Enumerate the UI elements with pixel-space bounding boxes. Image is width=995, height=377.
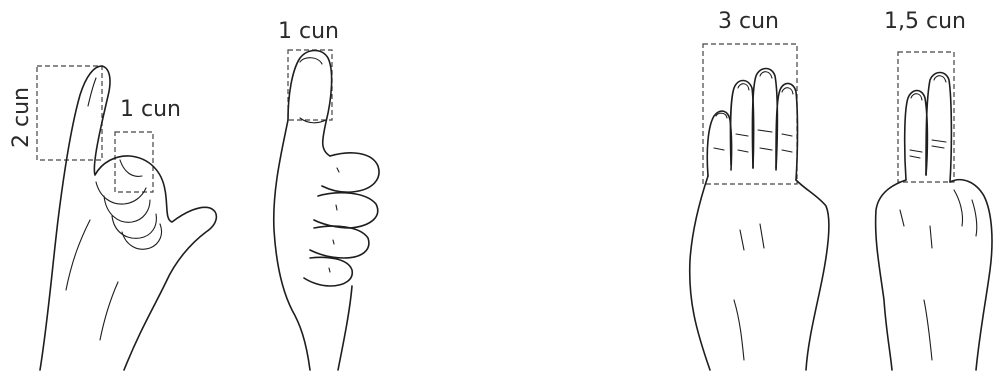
nail-two-index [911,94,922,100]
wrist-line-1 [100,282,118,340]
label-1-cun-a: 1 cun [120,97,181,122]
palm-lines-1-5cun [900,210,932,360]
figure-four-fingers: 3 cun [690,9,829,370]
label-1-cun-b: 1 cun [278,19,339,44]
figure-two-fingers: 1,5 cun [876,9,992,370]
label-2-cun: 2 cun [9,87,34,148]
thumb-nail [300,58,322,64]
measure-box-1-cun-b [288,50,332,120]
fist-outline [274,120,310,370]
two-fingers-middle [926,73,951,183]
folded-fingers-1-5cun [954,190,977,236]
four-fingers-ring [730,81,753,169]
hand-outline-1-5cun-left [876,180,906,370]
figure-bent-middle-finger: 1 cun 2 cun [9,66,216,370]
finger-3 [310,226,369,258]
two-fingers-index [905,91,928,181]
palm-crease-1 [66,220,90,290]
label-3-cun: 3 cun [718,9,779,34]
nail-ring [738,84,749,90]
nail-two-middle [934,76,946,82]
finger-2 [314,193,378,228]
four-fingers-little [707,111,731,176]
fist-back [338,286,352,370]
thumb-nail-line [88,78,96,106]
figure-thumb-width: 1 cun [274,19,379,370]
four-fingers-index [776,83,798,180]
four-fingers-middle [752,69,777,171]
thumb-outline [288,51,332,157]
label-1-5-cun: 1,5 cun [884,9,966,34]
finger-4 [304,257,352,286]
finger-1 [322,153,379,192]
hand-outline-3cun-right [796,180,829,370]
nail-index [782,88,793,94]
hand-outline-3cun [690,176,710,370]
palm-lines-3cun [734,224,764,360]
curled-fingers [96,160,162,249]
hand-outline-1-5cun-right [950,180,992,370]
nail-middle [760,72,772,78]
nail-little [716,113,727,118]
